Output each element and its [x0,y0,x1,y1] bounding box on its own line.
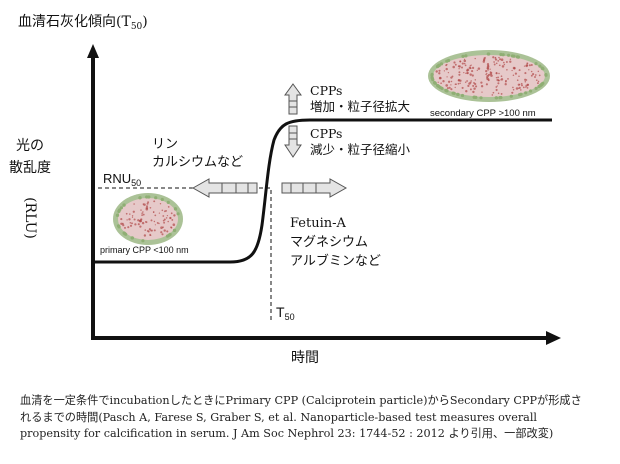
caption-line-1: 血清を一定条件でincubationしたときにPrimary CPP (Calc… [20,394,582,407]
primary-cpp-label: primary CPP <100 nm [100,245,189,255]
cpp-decrease-label: CPPs 減少・粒子径縮小 [310,126,411,157]
up-arrow-icon [284,83,302,115]
svg-text:減少・粒子径縮小: 減少・粒子径縮小 [310,142,411,157]
svg-text:増加・粒子径拡大: 増加・粒子径拡大 [310,99,410,114]
right-arrow-icon [281,178,348,198]
figure-caption: 血清を一定条件でincubationしたときにPrimary CPP (Calc… [20,393,610,443]
caption-line-2: れるまでの時間(Pasch A, Farese S, Graber S, et … [20,410,537,424]
svg-text:リン: リン [152,137,178,152]
cpp-increase-label: CPPs 増加・粒子径拡大 [310,83,410,114]
y-axis-side-label: 光の 散乱度 (RLU) [9,138,51,239]
svg-text:散乱度: 散乱度 [9,160,51,176]
svg-text:カルシウムなど: カルシウムなど [152,155,243,170]
svg-text:Fetuin-A: Fetuin-A [290,216,347,231]
svg-text:CPPs: CPPs [310,83,342,98]
svg-text:光の: 光の [16,138,44,154]
svg-text:(RLU): (RLU) [22,197,38,239]
t50-label: T50 [276,304,295,322]
svg-text:アルブミンなど: アルブミンなど [290,253,381,269]
rnu50-label: RNU50 [103,171,141,188]
x-axis-label: 時間 [291,350,319,366]
down-arrow-icon [284,125,302,158]
svg-text:マグネシウム: マグネシウム [290,235,368,250]
secondary-cpp-particle-icon [428,50,550,102]
inhibitors-label: Fetuin-A マグネシウム アルブミンなど [290,216,381,269]
y-axis-title: 血清石灰化傾向(T50) [18,14,148,32]
primary-cpp-particle-icon [113,193,183,245]
caption-line-3: propensity for calcification in serum. J… [20,427,554,440]
left-arrow-icon [191,178,258,198]
x-axis-arrowhead [546,331,561,345]
promoters-label: リン カルシウムなど [152,137,243,170]
sigmoid-curve [93,118,552,264]
y-axis-arrowhead [87,44,99,58]
secondary-cpp-label: secondary CPP >100 nm [430,108,536,119]
svg-text:CPPs: CPPs [310,126,342,141]
